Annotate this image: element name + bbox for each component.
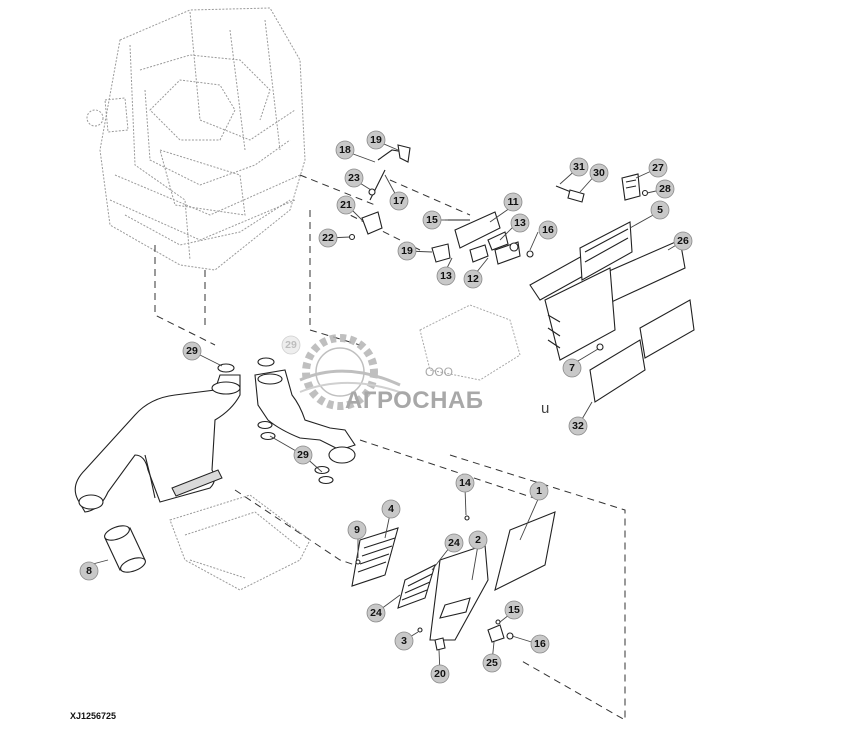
svg-text:15: 15	[508, 604, 520, 616]
callout-3: 3	[394, 631, 414, 651]
watermark-name: АГРОСНАБ	[345, 387, 484, 414]
svg-text:14: 14	[459, 477, 471, 489]
svg-text:20: 20	[434, 668, 446, 680]
callout-31: 31	[569, 157, 589, 177]
callout-15-b: 15	[504, 600, 524, 620]
callout-9: 9	[347, 520, 367, 540]
svg-text:3: 3	[401, 635, 407, 647]
callout-15-a: 15	[422, 210, 442, 230]
svg-text:24: 24	[370, 607, 382, 619]
callout-28: 28	[655, 179, 675, 199]
callout-21: 21	[336, 195, 356, 215]
svg-text:1: 1	[536, 485, 542, 497]
svg-text:22: 22	[322, 232, 334, 244]
callout-12: 12	[463, 269, 483, 289]
vent-panels	[351, 511, 556, 651]
svg-text:19: 19	[370, 134, 382, 146]
blower-housing	[169, 494, 311, 591]
svg-text:18: 18	[339, 144, 351, 156]
gaskets	[217, 357, 334, 485]
svg-text:24: 24	[448, 537, 460, 549]
air-duct	[74, 369, 356, 513]
callout-4: 4	[381, 499, 401, 519]
callout-29-faint: 29	[281, 335, 301, 355]
svg-text:27: 27	[652, 162, 664, 174]
callout-11: 11	[503, 192, 523, 212]
svg-text:28: 28	[659, 183, 671, 195]
svg-text:13: 13	[514, 217, 526, 229]
callout-24-b: 24	[366, 603, 386, 623]
svg-text:15: 15	[426, 214, 438, 226]
watermark-stray-mark: u	[541, 400, 549, 417]
callout-18: 18	[335, 140, 355, 160]
svg-text:5: 5	[657, 204, 663, 216]
callout-19-a: 19	[366, 130, 386, 150]
callout-13-a: 13	[510, 213, 530, 233]
watermark: ООО АГРОСНАБ u	[299, 304, 549, 417]
callout-16-b: 16	[530, 634, 550, 654]
callout-32: 32	[568, 416, 588, 436]
svg-text:30: 30	[593, 167, 605, 179]
small-parts	[348, 144, 649, 265]
callout-22: 22	[318, 228, 338, 248]
svg-text:2: 2	[475, 534, 481, 546]
svg-text:31: 31	[573, 161, 585, 173]
svg-text:9: 9	[354, 524, 360, 536]
callout-5: 5	[650, 200, 670, 220]
callout-27: 27	[648, 158, 668, 178]
svg-text:7: 7	[569, 362, 575, 374]
svg-text:29: 29	[297, 449, 309, 461]
filter-cylinder	[104, 525, 146, 573]
callout-29-a: 29	[182, 341, 202, 361]
callout-19-b: 19	[397, 241, 417, 261]
callout-25: 25	[482, 653, 502, 673]
callout-26: 26	[673, 231, 693, 251]
callout-23: 23	[344, 168, 364, 188]
svg-text:26: 26	[677, 235, 689, 247]
svg-text:8: 8	[86, 565, 92, 577]
callout-20: 20	[430, 664, 450, 684]
svg-text:11: 11	[507, 196, 518, 208]
cab-filters	[529, 221, 695, 403]
callout-13-b: 13	[436, 266, 456, 286]
svg-text:16: 16	[534, 638, 546, 650]
svg-text:4: 4	[388, 503, 394, 515]
figure-code: XJ1256725	[70, 711, 117, 721]
svg-text:32: 32	[572, 420, 584, 432]
callout-8: 8	[79, 561, 99, 581]
svg-text:25: 25	[486, 657, 498, 669]
callout-24-a: 24	[444, 533, 464, 553]
svg-text:23: 23	[348, 172, 360, 184]
svg-text:16: 16	[542, 224, 554, 236]
svg-text:29: 29	[285, 339, 297, 351]
svg-text:13: 13	[440, 270, 452, 282]
svg-text:29: 29	[186, 345, 198, 357]
callout-16-a: 16	[538, 220, 558, 240]
callout-14: 14	[455, 473, 475, 493]
callout-30: 30	[589, 163, 609, 183]
cab-frame	[86, 7, 306, 271]
callout-17: 17	[389, 191, 409, 211]
routing-lines	[154, 174, 626, 721]
watermark-prefix: ООО	[425, 365, 453, 379]
callout-1: 1	[529, 481, 549, 501]
callout-2: 2	[468, 530, 488, 550]
svg-text:12: 12	[467, 273, 479, 285]
callout-29-b: 29	[293, 445, 313, 465]
callout-7: 7	[562, 358, 582, 378]
svg-text:17: 17	[393, 195, 405, 207]
svg-text:19: 19	[401, 245, 413, 257]
svg-text:21: 21	[340, 199, 352, 211]
